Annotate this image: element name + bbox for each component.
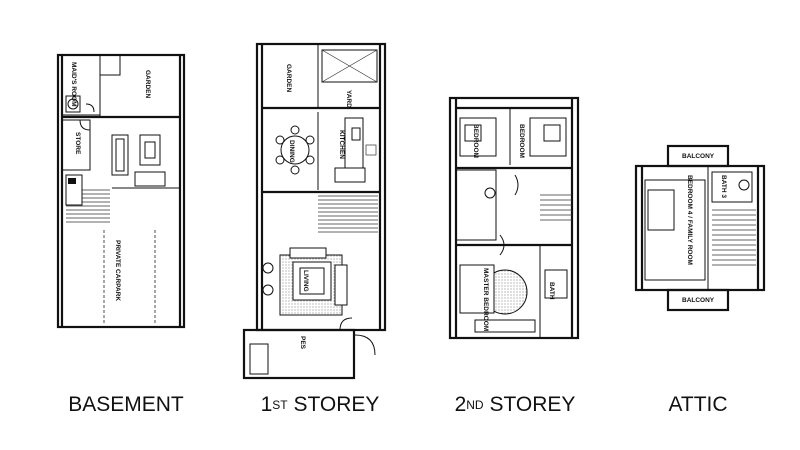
caption-first-rest: STOREY bbox=[287, 393, 380, 416]
caption-first-num: 1 bbox=[260, 393, 273, 416]
first-pes-label: PES bbox=[299, 336, 306, 350]
caption-first-storey: 1ST STOREY bbox=[261, 393, 380, 417]
caption-second-num: 2 bbox=[454, 393, 467, 416]
attic-plan: BALCONY BALCONY BEDROOM 4 / FAMILY ROOM … bbox=[634, 144, 766, 312]
second-bedroom-left-label: BEDROOM bbox=[472, 124, 479, 158]
first-dining-label: DINING bbox=[288, 140, 295, 163]
second-master-bedroom-label: MASTER BEDROOM bbox=[482, 268, 489, 331]
basement-plan: MAID'S ROOM GARDEN STORE PRIVATE CARPARK bbox=[56, 53, 186, 329]
caption-attic: ATTIC bbox=[668, 393, 727, 417]
first-storey-plan: GARDEN YARD DINING KITCHEN LIVING PES bbox=[242, 42, 387, 380]
caption-basement-text: BASEMENT bbox=[68, 393, 184, 416]
first-yard-label: YARD bbox=[345, 90, 352, 108]
caption-second-sup: ND bbox=[466, 398, 484, 412]
second-bath-label: BATH bbox=[548, 282, 555, 300]
basement-maids-room-label: MAID'S ROOM bbox=[70, 62, 77, 107]
basement-garden-label: GARDEN bbox=[144, 70, 151, 98]
caption-first-sup: ST bbox=[272, 398, 288, 412]
first-garden-label: GARDEN bbox=[285, 64, 292, 92]
second-bedroom-right-label: BEDROOM bbox=[518, 124, 525, 158]
first-kitchen-label: KITCHEN bbox=[338, 130, 345, 159]
basement-store-label: STORE bbox=[74, 132, 81, 155]
first-living-label: LIVING bbox=[302, 270, 309, 292]
caption-attic-text: ATTIC bbox=[668, 393, 728, 416]
caption-second-storey: 2ND STOREY bbox=[455, 393, 576, 417]
caption-basement: BASEMENT bbox=[68, 393, 184, 417]
caption-second-rest: STOREY bbox=[483, 393, 576, 416]
second-storey-plan: BEDROOM BEDROOM MASTER BEDROOM BATH bbox=[448, 96, 580, 340]
attic-balcony-bottom-label: BALCONY bbox=[682, 297, 715, 304]
attic-balcony-top-label: BALCONY bbox=[682, 153, 715, 160]
attic-bedroom4-label: BEDROOM 4 / FAMILY ROOM bbox=[686, 175, 693, 265]
attic-bath3-label: BATH 3 bbox=[720, 175, 727, 198]
basement-carpark-label: PRIVATE CARPARK bbox=[114, 240, 121, 301]
